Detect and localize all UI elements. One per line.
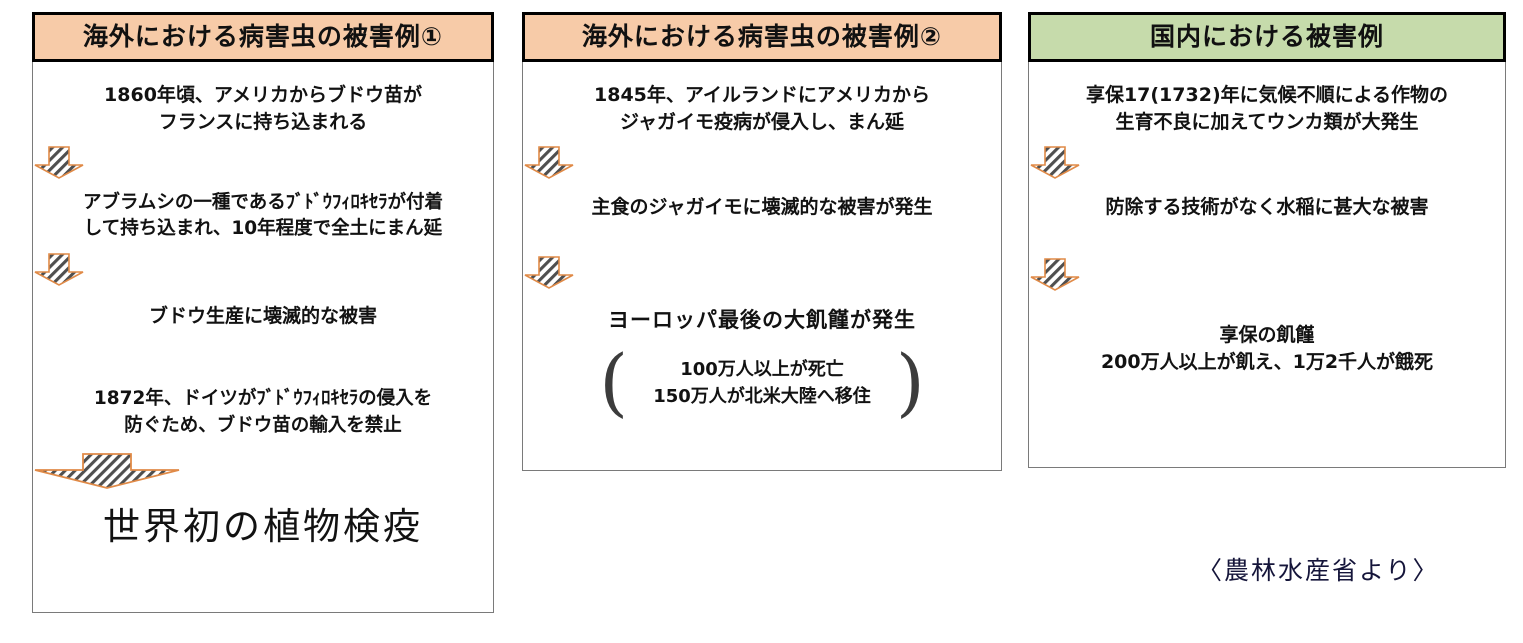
panel-1-step-3-text: ブドウ生産に壊滅的な被害: [148, 305, 377, 328]
panel-1-step-4-text: 1872年、ドイツがﾌﾞﾄﾞｳﾌｨﾛｷｾﾗの侵入を 防ぐため、ブドウ苗の輸入を禁…: [93, 388, 433, 436]
panel-3-step-1-text: 享保17(1732)年に気候不順による作物の 生育不良に加えてウンカ類が大発生: [1085, 84, 1449, 133]
panel-3-outcome-text: 享保の飢饉 200万人以上が飢え、1万2千人が餓死: [1100, 323, 1434, 374]
bracket-left-icon: (: [599, 339, 629, 426]
panel-3-title: 国内における被害例: [1028, 12, 1506, 62]
panel-1-step-1-text: 1860年頃、アメリカからブドウ苗が フランスに持ち込まれる: [104, 84, 422, 133]
down-arrow-icon: [1029, 145, 1505, 180]
panel-2-step-2-text: 主食のジャガイモに壊滅的な被害が発生: [591, 195, 933, 218]
panel-overseas-case-2: 海外における病害虫の被害例② 1845年、アイルランドにアメリカから ジャガイモ…: [522, 12, 1002, 471]
panel-2-consequence-text: 100万人以上が死亡 150万人が北米大陸へ移住: [653, 358, 871, 407]
panel-1-outcome-text: 世界初の植物検疫: [103, 504, 423, 548]
panel-2-step-3-text: ヨーロッパ最後の大飢饉が発生: [608, 307, 916, 332]
panel-1-title: 海外における病害虫の被害例①: [32, 12, 494, 62]
panel-2-title: 海外における病害虫の被害例②: [522, 12, 1002, 62]
bracket-right-icon: ): [895, 339, 925, 426]
panel-2-consequence-note: ( 100万人以上が死亡 150万人が北米大陸へ移住 ): [595, 339, 929, 426]
down-arrow-wide-icon: [33, 451, 493, 491]
panel-2-body: 1845年、アイルランドにアメリカから ジャガイモ疫病が侵入し、まん延 主食のジ…: [522, 62, 1002, 471]
panel-1-body: 1860年頃、アメリカからブドウ苗が フランスに持ち込まれる アブラムシの一種で…: [32, 62, 494, 613]
panel-3-body: 享保17(1732)年に気候不順による作物の 生育不良に加えてウンカ類が大発生 …: [1028, 62, 1506, 468]
panel-2-step-1-text: 1845年、アイルランドにアメリカから ジャガイモ疫病が侵入し、まん延: [594, 84, 930, 133]
down-arrow-icon: [33, 252, 493, 287]
panel-overseas-case-1: 海外における病害虫の被害例① 1860年頃、アメリカからブドウ苗が フランスに持…: [32, 12, 494, 613]
source-credit: 〈農林水産省より〉: [1197, 556, 1440, 585]
panel-1-step-2-text: アブラムシの一種であるﾌﾞﾄﾞｳﾌｨﾛｷｾﾗが付着 して持ち込まれ、10年程度で…: [82, 191, 443, 240]
down-arrow-icon: [523, 255, 1001, 290]
panel-domestic-case: 国内における被害例 享保17(1732)年に気候不順による作物の 生育不良に加え…: [1028, 12, 1506, 468]
down-arrow-icon: [33, 145, 493, 180]
panel-3-step-2-text: 防除する技術がなく水稲に甚大な被害: [1105, 195, 1429, 218]
down-arrow-icon: [1029, 257, 1505, 292]
down-arrow-icon: [523, 145, 1001, 180]
